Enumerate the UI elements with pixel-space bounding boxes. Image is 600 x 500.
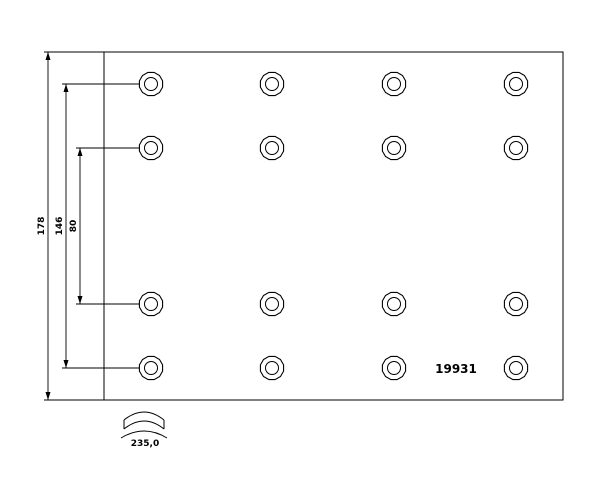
rivet-hole (503, 355, 529, 381)
rivet-hole-outer (503, 291, 529, 317)
rivet-hole (259, 71, 285, 97)
rivet-hole-outer (138, 71, 164, 97)
rivet-hole (503, 135, 529, 161)
rivet-hole-outer (381, 71, 407, 97)
rivet-hole (259, 291, 285, 317)
rivet-hole (503, 291, 529, 317)
rivet-hole-inner (144, 361, 158, 375)
rivet-hole-outer (503, 135, 529, 161)
rivet-hole (259, 355, 285, 381)
rivet-hole-inner (387, 141, 401, 155)
rivet-hole-inner (387, 77, 401, 91)
rivet-hole-inner (265, 141, 279, 155)
rivet-hole-inner (387, 361, 401, 375)
rivet-hole-inner (265, 77, 279, 91)
rivet-hole-inner (144, 141, 158, 155)
rivet-hole (381, 135, 407, 161)
rivet-hole-outer (138, 355, 164, 381)
rivet-hole-grid (138, 71, 529, 381)
rivet-hole-inner (509, 361, 523, 375)
arc-length-symbol: 235,0 (120, 411, 168, 449)
rivet-hole-inner (265, 297, 279, 311)
rivet-hole-outer (259, 71, 285, 97)
lining-outline (103, 51, 564, 401)
rivet-hole-outer (138, 135, 164, 161)
rivet-hole-outer (503, 71, 529, 97)
dimension-outer-spacing: 146 (55, 83, 140, 369)
dimension-overall-height: 178 (37, 51, 104, 401)
outer-spacing-label: 146 (55, 217, 65, 236)
rivet-hole (381, 71, 407, 97)
rivet-hole-outer (259, 291, 285, 317)
arc-length-label: 235,0 (131, 439, 159, 449)
part-number: 19931 (435, 362, 477, 376)
rivet-hole-outer (138, 291, 164, 317)
rivet-hole-inner (144, 77, 158, 91)
rivet-hole-inner (144, 297, 158, 311)
rivet-hole-inner (509, 141, 523, 155)
rivet-hole (503, 71, 529, 97)
overall-height-label: 178 (37, 217, 47, 236)
rivet-hole-outer (503, 355, 529, 381)
rivet-hole (381, 355, 407, 381)
rivet-hole (259, 135, 285, 161)
rivet-hole (138, 291, 164, 317)
dimension-inner-spacing: 80 (69, 147, 140, 305)
rivet-hole-outer (381, 355, 407, 381)
rivet-hole-outer (259, 355, 285, 381)
rivet-hole (381, 291, 407, 317)
rivet-hole-outer (259, 135, 285, 161)
rivet-hole-outer (381, 291, 407, 317)
rivet-hole-inner (509, 77, 523, 91)
inner-spacing-label: 80 (69, 220, 79, 233)
rivet-hole-inner (509, 297, 523, 311)
rivet-hole-outer (381, 135, 407, 161)
rivet-hole (138, 71, 164, 97)
rivet-hole (138, 355, 164, 381)
rivet-hole-inner (265, 361, 279, 375)
rivet-hole-inner (387, 297, 401, 311)
rivet-hole (138, 135, 164, 161)
